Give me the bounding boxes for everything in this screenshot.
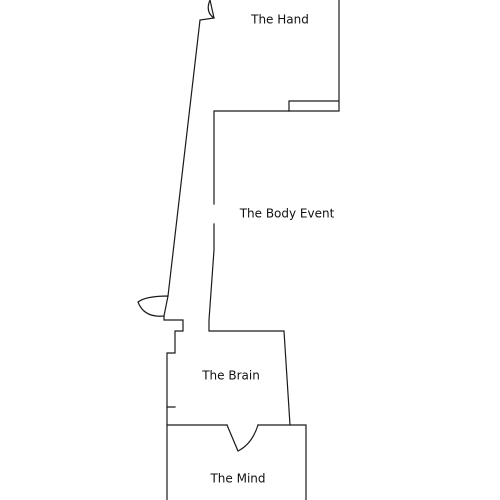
room-label-hand: The Hand <box>250 13 309 27</box>
room-label-body-event: The Body Event <box>239 207 335 221</box>
top-door-arc <box>207 0 215 19</box>
left-door-leaf <box>163 315 184 408</box>
body-left-wall <box>208 223 291 426</box>
room-label-brain: The Brain <box>201 369 260 383</box>
room-label-mind: The Mind <box>209 472 265 486</box>
hand-bottom-wall <box>213 110 290 205</box>
mind-top-wall-right <box>257 424 307 500</box>
left-slanted-wall <box>167 0 215 297</box>
mind-door <box>226 424 259 452</box>
left-door-swing <box>137 295 169 317</box>
